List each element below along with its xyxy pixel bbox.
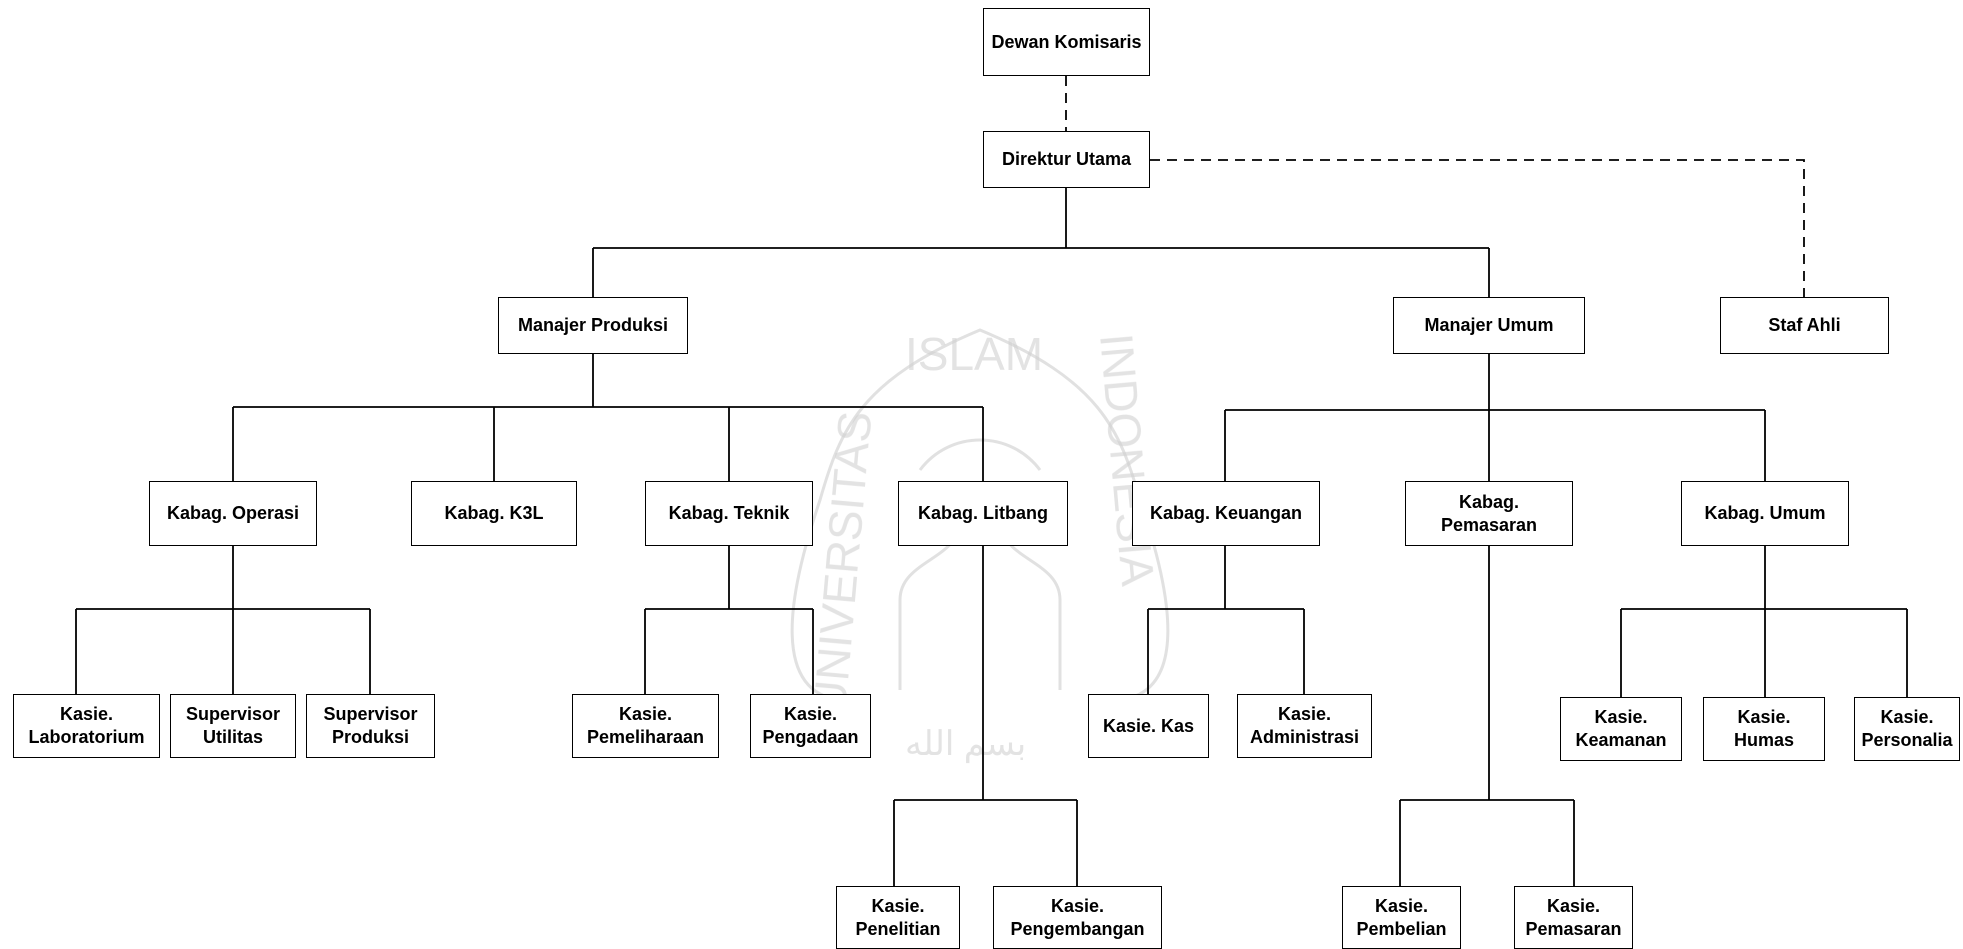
node-kasie-pengadaan: Kasie. Pengadaan <box>750 694 871 758</box>
node-label: Kasie. Laboratorium <box>28 704 145 747</box>
node-kabag-litbang: Kabag. Litbang <box>898 481 1068 546</box>
node-kasie-pemasaran: Kasie. Pemasaran <box>1514 886 1633 949</box>
node-kabag-operasi: Kabag. Operasi <box>149 481 317 546</box>
node-label: Manajer Produksi <box>517 315 669 335</box>
watermark-top-text: ISLAM <box>905 328 1043 380</box>
node-kasie-keamanan: Kasie. Keamanan <box>1560 697 1682 761</box>
node-label: Kasie. Pemasaran <box>1525 895 1622 939</box>
node-label: Kasie. Pengembangan <box>1010 895 1145 939</box>
node-supervisor-utilitas: Supervisor Utilitas <box>170 694 296 758</box>
node-label: Kabag. Operasi <box>166 503 300 523</box>
node-label: Kasie. Pembelian <box>1356 895 1447 939</box>
node-label: Kasie. Personalia <box>1861 707 1953 750</box>
node-label: Kasie. Administrasi <box>1249 704 1360 747</box>
node-kasie-kas: Kasie. Kas <box>1088 694 1209 758</box>
node-label: Kabag. Litbang <box>918 503 1048 523</box>
node-kasie-personalia: Kasie. Personalia <box>1854 697 1960 761</box>
node-kabag-keuangan: Kabag. Keuangan <box>1132 481 1320 546</box>
node-kasie-pengembangan: Kasie. Pengembangan <box>993 886 1162 949</box>
node-staf-ahli: Staf Ahli <box>1720 297 1889 354</box>
node-label: Kabag. Teknik <box>668 503 790 523</box>
node-label: Direktur Utama <box>1001 149 1132 169</box>
direktur-staf-dashed-line <box>1150 159 1805 297</box>
node-manajer-produksi: Manajer Produksi <box>498 297 688 354</box>
node-kabag-pemasaran: Kabag. Pemasaran <box>1405 481 1573 546</box>
node-label: Kabag. K3L <box>444 503 544 523</box>
node-kabag-k3l: Kabag. K3L <box>411 481 577 546</box>
node-label: Manajer Umum <box>1424 315 1554 335</box>
node-label: Staf Ahli <box>1768 315 1841 335</box>
node-label: Kasie. Pemeliharaan <box>586 704 705 747</box>
node-label: Kasie. Pengadaan <box>762 704 859 747</box>
node-label: Kasie. Keamanan <box>1575 707 1667 750</box>
node-label: Kasie. Kas <box>1102 715 1195 736</box>
node-kabag-umum: Kabag. Umum <box>1681 481 1849 546</box>
node-kasie-humas: Kasie. Humas <box>1703 697 1825 761</box>
node-supervisor-produksi: Supervisor Produksi <box>306 694 435 758</box>
node-label: Supervisor Utilitas <box>185 704 281 747</box>
node-kasie-pemeliharaan: Kasie. Pemeliharaan <box>572 694 719 758</box>
node-manajer-umum: Manajer Umum <box>1393 297 1585 354</box>
node-direktur-utama: Direktur Utama <box>983 131 1150 188</box>
node-dewan-komisaris: Dewan Komisaris <box>983 8 1150 76</box>
node-kasie-laboratorium: Kasie. Laboratorium <box>13 694 160 758</box>
node-label: Kabag. Pemasaran <box>1440 491 1538 535</box>
node-label: Kasie. Penelitian <box>855 895 941 939</box>
node-kabag-teknik: Kabag. Teknik <box>645 481 813 546</box>
node-label: Kabag. Keuangan <box>1149 503 1303 523</box>
node-kasie-pembelian: Kasie. Pembelian <box>1342 886 1461 949</box>
node-label: Supervisor Produksi <box>323 704 418 747</box>
node-label: Kasie. Humas <box>1733 707 1795 750</box>
node-kasie-administrasi: Kasie. Administrasi <box>1237 694 1372 758</box>
node-kasie-penelitian: Kasie. Penelitian <box>836 886 960 949</box>
watermark-bottom-text: بسم الله <box>905 725 1026 764</box>
node-label: Dewan Komisaris <box>991 31 1142 52</box>
node-label: Kabag. Umum <box>1704 503 1826 523</box>
